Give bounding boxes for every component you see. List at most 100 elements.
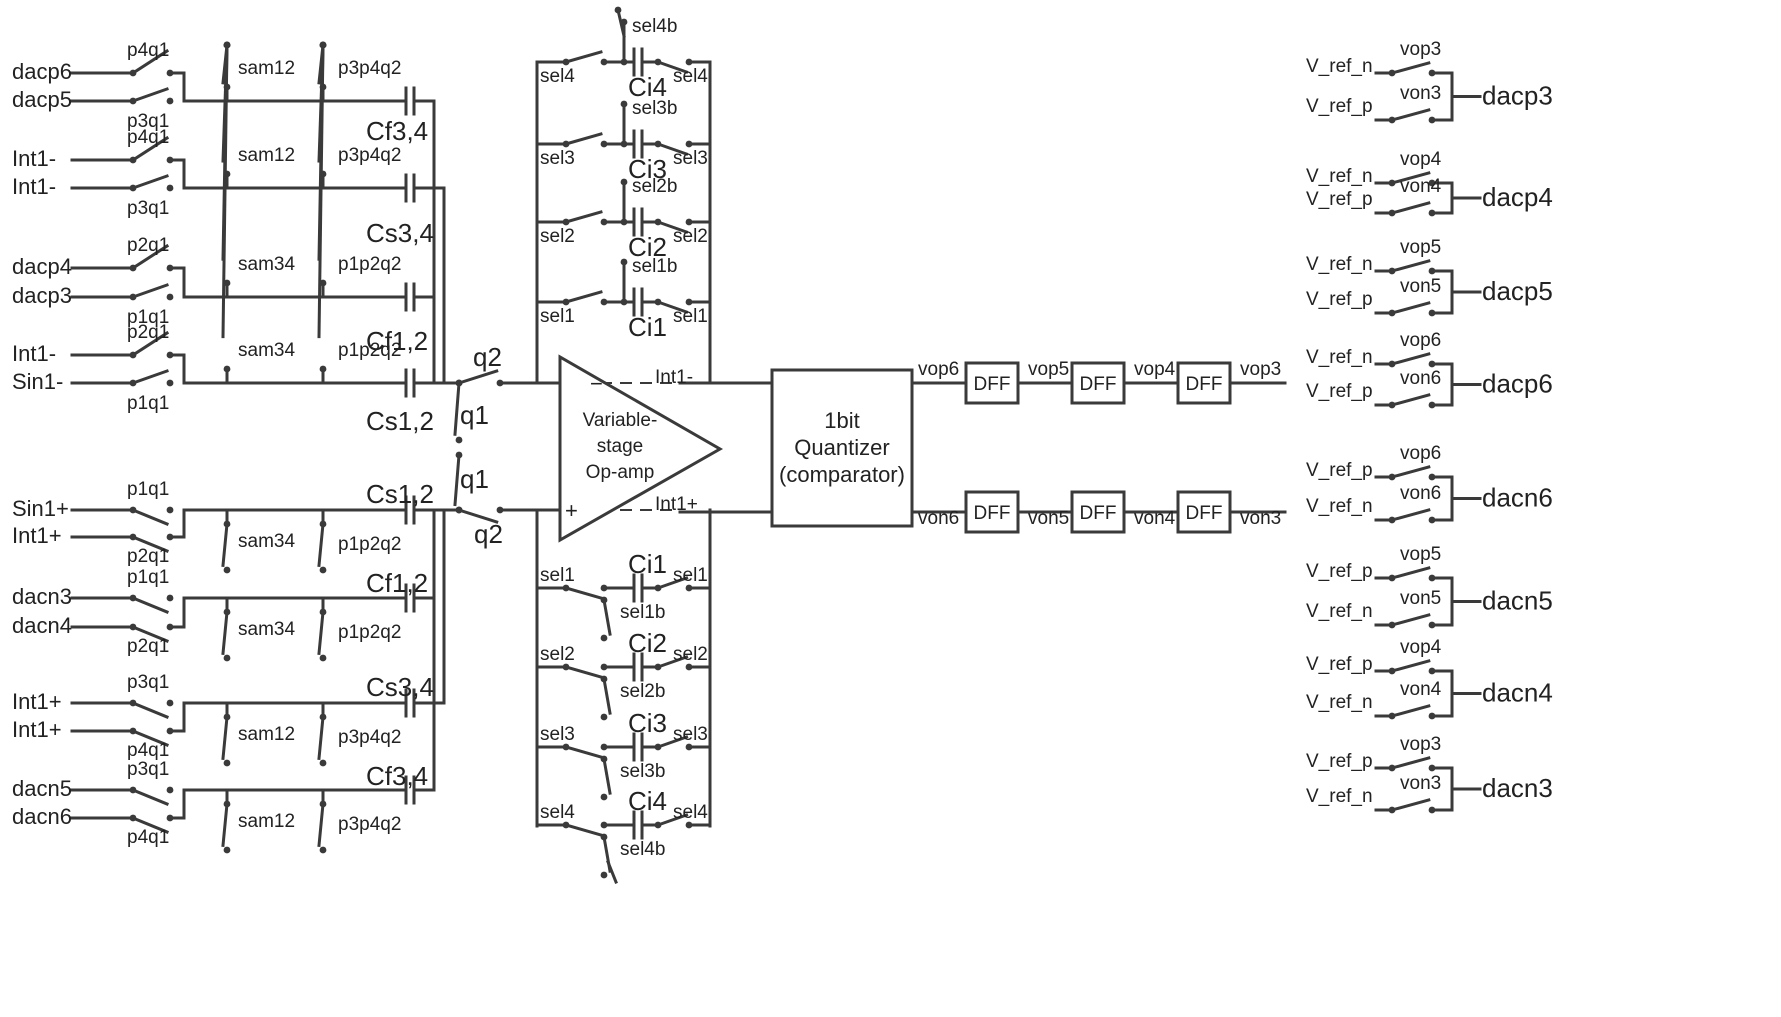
ref-label: V_ref_n [1306, 601, 1373, 622]
ref-label: V_ref_n [1306, 347, 1373, 368]
dac-output-label: dacp5 [1482, 276, 1553, 306]
cap-label: Ci3 [628, 708, 667, 738]
switch-terminal [600, 298, 608, 306]
switch-terminal [614, 6, 622, 14]
dac-switch [1390, 352, 1431, 366]
sample-switch [221, 43, 229, 339]
dac-output-label: dacp6 [1482, 369, 1553, 399]
clock-label: p4q1 [127, 827, 169, 848]
switch-terminal [654, 140, 662, 148]
switch-label: q2 [473, 342, 502, 372]
switch-terminal [319, 800, 327, 808]
chain-label: von6 [918, 508, 959, 529]
q1-switch [453, 381, 461, 436]
input-label: dacp5 [12, 87, 72, 112]
bypass-label: sel4b [620, 839, 665, 860]
dac-switch [1390, 659, 1431, 673]
sel-label: vop3 [1400, 39, 1441, 60]
sel-label: von5 [1400, 276, 1441, 297]
sel-label: sel1 [673, 565, 708, 586]
dac-output-label: dacp3 [1482, 81, 1553, 111]
dac-switch [1390, 108, 1431, 122]
switch-terminal [620, 100, 628, 108]
quantizer-box [770, 368, 914, 528]
input-label: dacn5 [12, 776, 72, 801]
dff-label: DFF [974, 374, 1011, 395]
clock-label: p1q1 [127, 567, 169, 588]
sel-switch [656, 813, 689, 827]
switch-terminal [223, 654, 231, 662]
ref-label: V_ref_p [1306, 460, 1373, 481]
sample-label: sam12 [238, 811, 295, 832]
sel-switch [656, 220, 689, 234]
switch-terminal [319, 279, 327, 287]
input-switch [131, 174, 169, 190]
switch-terminal [685, 663, 693, 671]
bypass-switch [602, 757, 612, 795]
sel-switch [564, 290, 603, 304]
cap-label: Cs3,4 [366, 218, 434, 248]
cap-label: Ci4 [628, 72, 667, 102]
switch-terminal [1388, 267, 1396, 275]
sel-switch [656, 576, 689, 590]
switch-terminal [166, 69, 174, 77]
switch-terminal [319, 83, 327, 91]
input-switch [131, 508, 169, 526]
switch-terminal [223, 520, 231, 528]
sel-label: sel2 [540, 644, 575, 665]
sel-switch [564, 210, 603, 224]
chain-label: vop5 [1028, 359, 1069, 380]
dac-switch [1390, 259, 1431, 273]
switch-terminal [654, 663, 662, 671]
dac-switch [1390, 61, 1431, 75]
sel-label: von3 [1400, 83, 1441, 104]
hold-label: p1p2q2 [338, 340, 401, 361]
switch-terminal [129, 506, 137, 514]
switch-terminal [319, 520, 327, 528]
switch-terminal [455, 506, 463, 514]
switch-terminal [620, 18, 628, 26]
switch-terminal [620, 298, 628, 306]
switch-terminal [562, 821, 570, 829]
quantizer-label: 1bit [824, 408, 859, 433]
sample-label: sam34 [238, 254, 295, 275]
switch-terminal [600, 821, 608, 829]
sel-label: sel2 [673, 644, 708, 665]
sel-label: sel4 [540, 802, 575, 823]
dac-switch [1390, 613, 1431, 627]
input-label: dacp3 [12, 283, 72, 308]
switch-terminal [496, 379, 504, 387]
switch-label: q1 [460, 464, 489, 494]
switch-terminal [129, 814, 137, 822]
sel-label: sel4 [540, 66, 575, 87]
sel-label: von4 [1400, 176, 1442, 197]
sel-label: von6 [1400, 368, 1441, 389]
opamp-label: stage [597, 436, 643, 457]
clock-label: p1q1 [127, 479, 169, 500]
switch-terminal [1388, 574, 1396, 582]
cap-label: Ci1 [628, 549, 667, 579]
dac-switch [1390, 756, 1431, 770]
sel-label: von6 [1400, 483, 1441, 504]
switch-terminal [654, 821, 662, 829]
sample-switch [221, 522, 229, 568]
switch-terminal [166, 594, 174, 602]
switch-terminal [223, 83, 231, 91]
sel-switch [564, 823, 603, 837]
switch-terminal [685, 821, 693, 829]
sel-label: sel1 [540, 565, 575, 586]
dac-switch [1390, 704, 1431, 718]
clock-label: p4q1 [127, 740, 169, 761]
dff-label: DFF [974, 503, 1011, 524]
input-label: Int1- [12, 174, 56, 199]
switch-terminal [129, 594, 137, 602]
switch-terminal [1388, 621, 1396, 629]
cap-label: Ci2 [628, 232, 667, 262]
sel-label: von3 [1400, 773, 1441, 794]
input-switch [131, 788, 169, 806]
dac-switch [1390, 201, 1431, 215]
switch-terminal [685, 584, 693, 592]
dac-output-label: dacp4 [1482, 182, 1553, 212]
input-switch [131, 87, 169, 103]
switch-terminal [654, 743, 662, 751]
